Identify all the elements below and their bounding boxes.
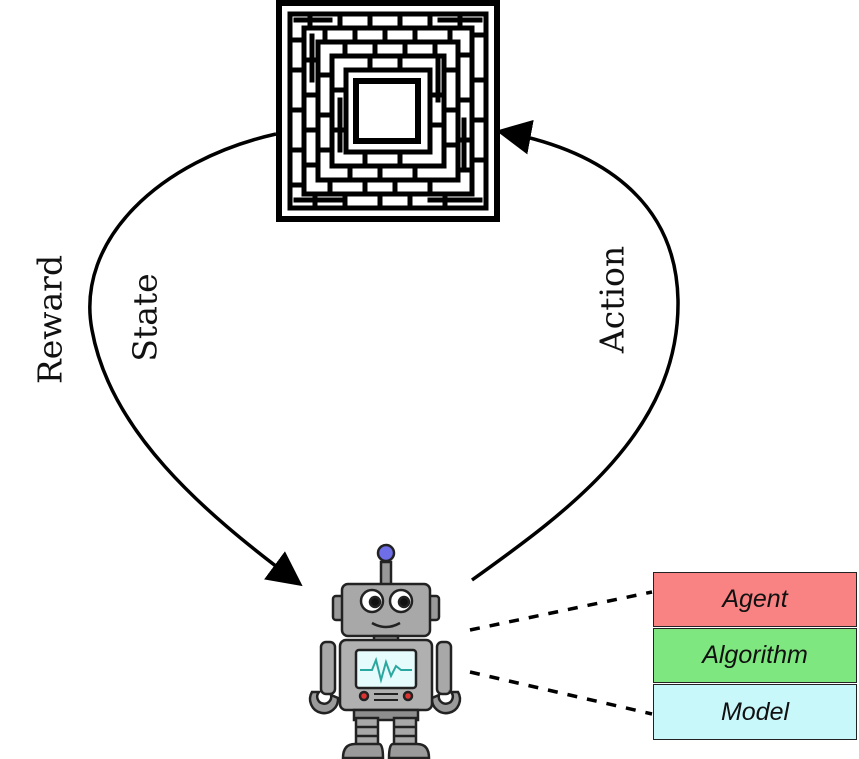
- reward-label: Reward: [30, 254, 70, 385]
- agent-box: Agent: [653, 572, 857, 627]
- robot-icon: [308, 543, 462, 759]
- maze-icon: [276, 0, 500, 222]
- model-box: Model: [653, 684, 857, 740]
- algorithm-box: Algorithm: [653, 628, 857, 683]
- leader-lines: [469, 590, 653, 716]
- action-label: Action: [592, 245, 632, 354]
- state-reward-arrow: [88, 132, 303, 587]
- action-arrow: [470, 119, 680, 582]
- state-label: State: [125, 273, 165, 362]
